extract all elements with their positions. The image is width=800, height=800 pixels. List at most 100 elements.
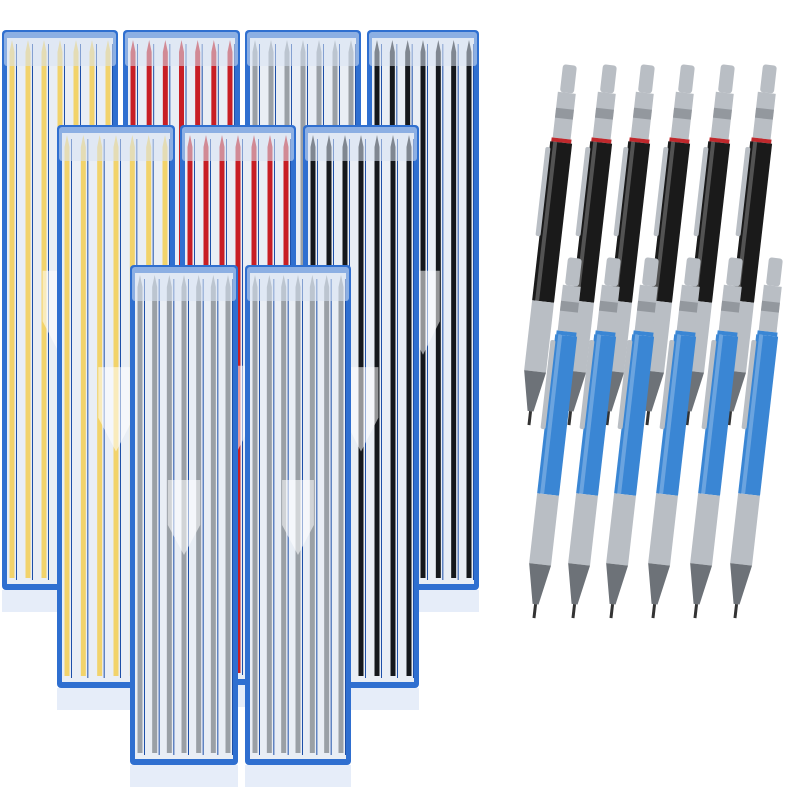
metal-grip [606, 493, 636, 566]
color-ring [551, 137, 572, 144]
barrel-highlight [540, 334, 563, 495]
box-lid [4, 32, 116, 66]
pencil-barrel [576, 334, 617, 496]
lead-sleeve [727, 410, 733, 426]
push-button [560, 64, 577, 94]
lead-stick [338, 287, 344, 753]
lead-sleeve [651, 603, 657, 619]
push-button [684, 257, 701, 287]
barrel-highlight [653, 141, 676, 302]
lead-stick [25, 52, 31, 578]
mechanical-pencil [568, 257, 621, 619]
box-lid [132, 267, 236, 301]
pencil-barrel [656, 334, 697, 496]
pencil-cone [730, 563, 753, 605]
push-button [604, 257, 621, 287]
hardness-window [760, 300, 780, 313]
pencil-barrel [537, 334, 578, 496]
lead-stick [252, 287, 258, 753]
push-button [678, 64, 695, 94]
mechanical-pencil [690, 257, 743, 619]
hardness-window [672, 107, 692, 120]
barrel-highlight [701, 334, 724, 495]
pocket-clip [617, 339, 633, 430]
barrel-highlight [579, 334, 602, 495]
pocket-clip [540, 339, 556, 430]
push-button [642, 257, 659, 287]
pencil-barrel [532, 141, 573, 303]
pencil-barrel [650, 141, 691, 303]
pocket-clip [701, 339, 717, 430]
pencil-cone [529, 563, 552, 605]
hardness-window [632, 107, 652, 120]
lead-box [130, 265, 238, 787]
pencil-row-front [529, 257, 783, 619]
lead-stick [152, 287, 158, 753]
mechanical-pencil [524, 64, 577, 426]
lead-sleeve [685, 410, 691, 426]
hardness-window [598, 300, 618, 313]
push-button [565, 257, 582, 287]
pencil-barrel [738, 334, 779, 496]
metal-grip [529, 493, 559, 566]
metal-grip [690, 493, 720, 566]
push-button [718, 64, 735, 94]
box-lid [125, 32, 238, 66]
pocket-clip [741, 339, 757, 430]
lead-stick [266, 287, 272, 753]
barrel-highlight [741, 334, 764, 495]
color-ring [669, 137, 690, 144]
lid-clip [282, 480, 314, 555]
color-ring [709, 137, 730, 144]
lead-stick [137, 287, 143, 753]
pocket-clip [735, 146, 751, 237]
lead-stick [210, 287, 216, 753]
push-button [600, 64, 617, 94]
push-button [638, 64, 655, 94]
lead-sleeve [733, 603, 739, 619]
pocket-clip [693, 146, 709, 237]
push-button [726, 257, 743, 287]
lead-sleeve [645, 410, 651, 426]
color-ring [556, 330, 577, 337]
lead-stick [80, 147, 86, 676]
hardness-window [594, 107, 614, 120]
lead-sleeve [571, 603, 577, 619]
pencil-cone [648, 563, 671, 605]
color-ring [717, 330, 738, 337]
box-lid [247, 32, 359, 66]
pencil-cone [524, 370, 547, 412]
pocket-clip [613, 146, 629, 237]
lead-stick [324, 287, 330, 753]
metal-grip [524, 300, 554, 373]
color-ring [629, 137, 650, 144]
pencil-barrel [614, 334, 655, 496]
lead-stick [451, 52, 457, 578]
color-ring [757, 330, 778, 337]
color-ring [751, 137, 772, 144]
box-lid [305, 127, 417, 161]
metal-grip [730, 493, 760, 566]
lead-sleeve [532, 603, 538, 619]
pencil-barrel [572, 141, 613, 303]
barrel-highlight [617, 334, 640, 495]
color-ring [675, 330, 696, 337]
barrel-highlight [535, 141, 558, 302]
pencil-cone [568, 563, 591, 605]
hardness-window [554, 107, 574, 120]
lead-sleeve [605, 410, 611, 426]
color-ring [591, 137, 612, 144]
mechanical-pencil [606, 257, 659, 619]
box-reflection [130, 765, 238, 787]
box-reflection [245, 765, 351, 787]
push-button [766, 257, 783, 287]
hardness-window [678, 300, 698, 313]
hardness-window [754, 107, 774, 120]
lead-stick [406, 147, 412, 676]
pocket-clip [579, 339, 595, 430]
pocket-clip [659, 339, 675, 430]
lead-sleeve [527, 410, 533, 426]
lead-stick [390, 147, 396, 676]
pencil-barrel [698, 334, 739, 496]
